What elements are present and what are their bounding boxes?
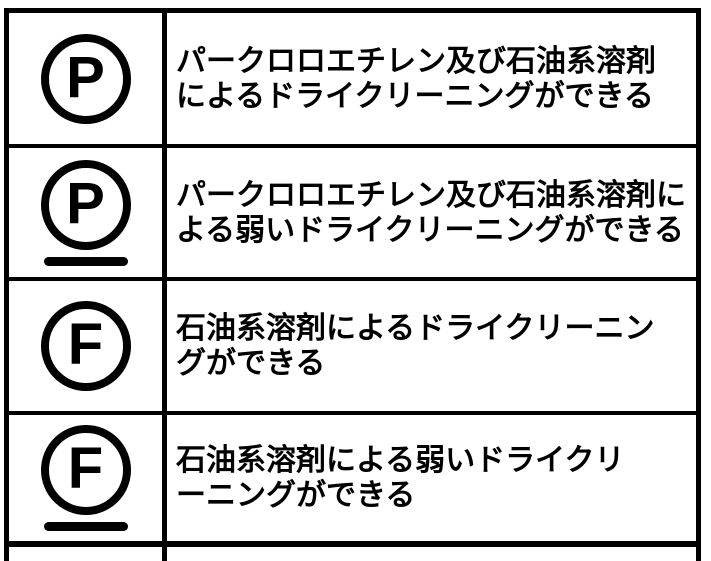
symbol-description: パークロロエチレン及び石油系溶剤に よる弱いドライクリーニングができる [176, 178, 686, 247]
mild-process-underline [43, 522, 128, 531]
symbol-description: 石油系溶剤によるドライクリーニン グができる [176, 312, 655, 380]
mild-process-underline [43, 256, 128, 266]
dry-cleaning-symbols-table: P パークロロエチレン及び石油系溶剤 によるドライクリーニングができる P パー… [4, 8, 701, 561]
description-cell: 石油系溶剤によるドライクリーニン グができる [167, 281, 696, 411]
symbol-letter: F [67, 436, 104, 501]
description-cell: 石油系溶剤による弱いドライクリ ーニングができる [167, 415, 696, 541]
symbol-circle: P [40, 159, 131, 250]
circle-F-icon: F [40, 301, 131, 391]
symbol-circle: P [40, 33, 131, 124]
symbol-cell: F [9, 415, 167, 541]
description-cell: パークロロエチレン及び石油系溶剤に よる弱いドライクリーニングができる [167, 148, 696, 277]
circle-P-underline-icon: P [40, 159, 131, 266]
symbol-cell [9, 547, 167, 561]
symbol-circle: F [40, 425, 131, 515]
circle-F-underline-icon: F [40, 425, 131, 531]
symbol-cell: F [9, 281, 167, 411]
symbol-description: パークロロエチレン及び石油系溶剤 によるドライクリーニングができる [176, 44, 656, 113]
symbol-letter: P [66, 44, 105, 110]
table-row: P パークロロエチレン及び石油系溶剤に よる弱いドライクリーニングができる [9, 148, 696, 281]
symbol-cell: P [9, 13, 167, 144]
symbol-circle: F [40, 301, 131, 391]
symbol-description: 石油系溶剤による弱いドライクリ ーニングができる [176, 444, 625, 512]
table-row-partial [9, 547, 696, 561]
table-row: P パークロロエチレン及び石油系溶剤 によるドライクリーニングができる [9, 13, 696, 148]
description-cell: パークロロエチレン及び石油系溶剤 によるドライクリーニングができる [167, 13, 696, 144]
table-row: F 石油系溶剤による弱いドライクリ ーニングができる [9, 415, 696, 547]
table-row: F 石油系溶剤によるドライクリーニン グができる [9, 281, 696, 415]
symbol-letter: P [66, 170, 105, 236]
description-cell [167, 547, 696, 561]
symbol-letter: F [67, 312, 104, 377]
symbol-cell: P [9, 148, 167, 277]
circle-P-icon: P [40, 33, 131, 124]
